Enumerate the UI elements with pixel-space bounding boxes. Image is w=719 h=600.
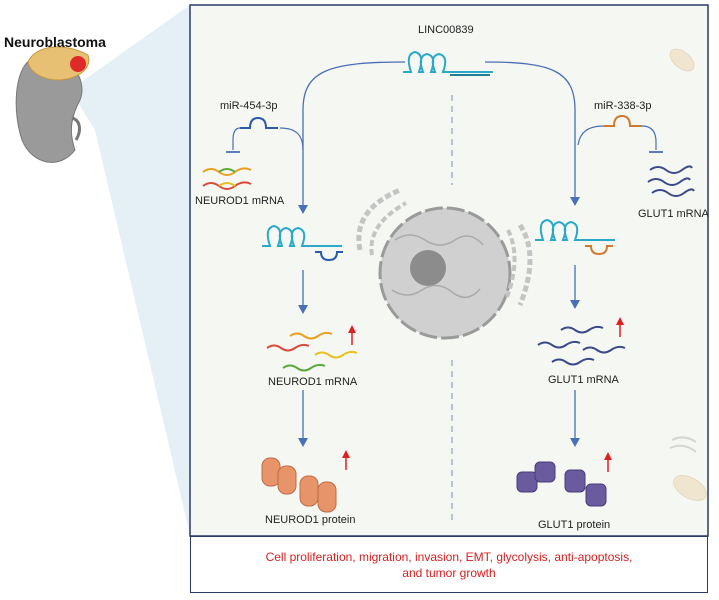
linc-sponge-right-icon	[535, 218, 615, 256]
mirna-to-branch	[577, 125, 605, 146]
arrowhead	[570, 438, 580, 447]
nucleus-icon	[356, 187, 533, 340]
neurod1-mrna-up-label: NEUROD1 mRNA	[268, 376, 358, 388]
up-arrow-icon	[604, 452, 612, 472]
arrowhead	[298, 305, 308, 314]
mrna-glut1-up-icon	[537, 325, 626, 366]
branch-left	[302, 61, 406, 205]
page-title: Neuroblastoma	[4, 34, 106, 50]
mrna-neurod1-icon	[202, 167, 252, 190]
neurod1-mrna-label: NEUROD1 mRNA	[195, 195, 285, 207]
mirna-right-icon	[604, 114, 642, 127]
outcome-box: Cell proliferation, migration, invasion,…	[190, 536, 708, 593]
arrowhead	[570, 300, 580, 309]
arrowhead	[570, 197, 580, 206]
mrna-glut1-icon	[647, 165, 695, 197]
outcome-line-1: Cell proliferation, migration, invasion,…	[265, 550, 633, 564]
branch-right	[484, 61, 576, 197]
glut1-mrna-label: GLUT1 mRNA	[638, 208, 709, 220]
linc-label: LINC00839	[418, 24, 474, 36]
mrna-neurod1-up-icon	[266, 331, 358, 372]
protein-glut1-icon	[516, 461, 607, 507]
inhibit-line-right	[641, 125, 657, 150]
kidney-icon	[15, 46, 90, 163]
arrowhead	[298, 438, 308, 447]
mirna-to-branch	[279, 127, 304, 151]
up-arrow-icon	[342, 450, 350, 470]
protein-neurod1-icon	[261, 457, 337, 513]
inhibit-line-left	[232, 127, 241, 150]
mitochondria-icon	[669, 48, 707, 501]
glut1-protein-label: GLUT1 protein	[538, 519, 611, 531]
arrowhead	[298, 205, 308, 214]
mirna-left-label: miR-454-3p	[220, 100, 278, 112]
outcome-line-2: and tumor growth	[402, 566, 496, 580]
up-arrow-icon	[348, 325, 356, 345]
linc-sponge-left-icon	[262, 224, 343, 262]
mirna-left-icon	[240, 116, 278, 129]
up-arrow-icon	[616, 317, 624, 337]
zoom-callout	[70, 5, 190, 535]
glut1-mrna-up-label: GLUT1 mRNA	[548, 374, 619, 386]
mirna-right-label: miR-338-3p	[594, 100, 652, 112]
neurod1-protein-label: NEUROD1 protein	[265, 514, 356, 526]
linc-rna-icon	[403, 50, 493, 76]
outcome-text: Cell proliferation, migration, invasion,…	[191, 549, 707, 581]
